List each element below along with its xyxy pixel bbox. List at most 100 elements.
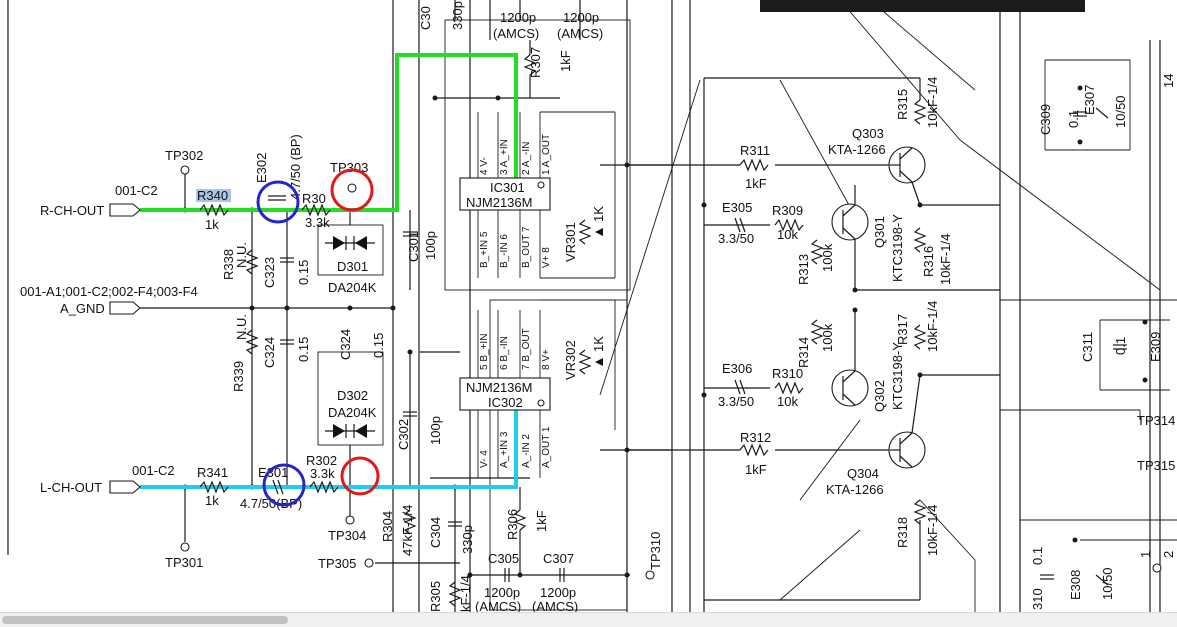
- c324-capacitor-mid: C324 0.15: [338, 329, 386, 360]
- q303-label: Q303: [852, 126, 884, 141]
- ctop1-value: 1200p: [500, 10, 536, 25]
- r318-resistor: R318 10kF-1/4: [895, 499, 940, 556]
- vr302-label: VR302: [563, 340, 578, 380]
- e305-capacitor: E305 3.3/50: [704, 200, 770, 246]
- r310-value: 10k: [777, 394, 798, 409]
- c303-label: C30: [418, 6, 433, 30]
- e302-value: 4.7/50 (BP): [288, 134, 303, 200]
- vr301-value: 1K: [591, 206, 606, 222]
- e308-value: 10/50: [1100, 567, 1115, 600]
- c323-capacitor: C323 0.15: [262, 257, 311, 288]
- r-conn-ref-label: 001-C2: [115, 183, 158, 198]
- c303-capacitor: C30 330p: [418, 1, 465, 30]
- l-ch-out-connector: L-CH-OUT 001-C2: [40, 463, 175, 495]
- c304-label: C304: [428, 517, 443, 548]
- r314-value: 100k: [820, 323, 835, 352]
- vr302-trimmer: VR302 1K: [563, 336, 606, 380]
- window-title-bar-fragment: [760, 0, 1085, 12]
- r301-label: R30: [302, 191, 326, 206]
- ctop1-sub: (AMCS): [493, 26, 539, 41]
- c305-label: C305: [488, 551, 519, 566]
- r339-nu: N.U.: [234, 314, 249, 340]
- horizontal-scrollbar[interactable]: [0, 612, 1177, 627]
- r315-resistor: R315 10kF-1/4: [895, 77, 940, 128]
- r302-value: 3.3k: [310, 466, 335, 481]
- horizontal-scrollbar-thumb[interactable]: [2, 616, 288, 624]
- ic301-part: NJM2136M: [466, 195, 532, 210]
- r-ch-out-label: R-CH-OUT: [40, 203, 104, 218]
- r340-label: R340: [197, 188, 228, 203]
- ic302-pin-3: A_+IN 3: [499, 431, 510, 468]
- e301-value: 4.7/50(BP): [240, 496, 302, 511]
- r307-resistor: R307 1kF: [523, 47, 573, 78]
- r316-resistor: R316 10kF-1/4: [913, 227, 953, 285]
- ic302-pin-5: 5 B_+IN: [479, 334, 490, 370]
- ic301-pin-7: B_OUT 7: [521, 226, 532, 268]
- ic302-pin-7: 7 B_OUT: [521, 328, 532, 370]
- r302-resistor: R302 3.3k: [306, 453, 339, 494]
- r340-value: 1k: [205, 217, 219, 232]
- c323-label: C323: [262, 257, 277, 288]
- c324-mid-label: C324: [338, 329, 353, 360]
- r341-value: 1k: [205, 493, 219, 508]
- d302-part: DA204K: [328, 405, 377, 420]
- c304-capacitor: C304 330p: [428, 517, 475, 554]
- right-edge-fragments: 14 1 2: [1138, 74, 1176, 573]
- q303-part: KTA-1266: [828, 142, 886, 157]
- c307-capacitor: C307 1200p (AMCS): [532, 551, 578, 614]
- vr301-trimmer: VR301 1K: [563, 206, 606, 262]
- ic301-pin-6: B_-IN 6: [499, 234, 510, 268]
- c302-label: C302: [396, 419, 411, 450]
- tp304-testpoint: TP304: [328, 515, 366, 543]
- r302-label: R302: [306, 453, 337, 468]
- r310-resistor: R310 10k: [772, 366, 804, 409]
- r312-value: 1kF: [745, 462, 767, 477]
- ic302-part: NJM2136M: [466, 380, 532, 395]
- r313-value: 100k: [820, 243, 835, 272]
- r304-resistor: R304 47kF-1/4: [380, 505, 417, 556]
- ic301-label: IC301: [490, 180, 525, 195]
- c303-value: 330p: [450, 1, 465, 30]
- ic302-pin-6: 6 B_-IN: [499, 336, 510, 370]
- r307-value: 1kF: [558, 50, 573, 72]
- q302-label: Q302: [872, 380, 887, 412]
- d302-label: D302: [337, 388, 368, 403]
- r-channel-trace: [140, 53, 518, 212]
- c324-mid-value: 0.15: [371, 333, 386, 358]
- e305-value: 3.3/50: [718, 231, 754, 246]
- c305-sub: (AMCS): [475, 599, 521, 614]
- ic302-pin-8: 8 V+: [541, 349, 552, 370]
- r318-label: R318: [895, 517, 910, 548]
- ctop2-sub: (AMCS): [557, 26, 603, 41]
- r318-value: 10kF-1/4: [925, 505, 940, 556]
- d301-part: DA204K: [328, 280, 377, 295]
- c305-capacitor: C305 1200p (AMCS): [475, 551, 521, 614]
- r306-value: 1kF: [534, 510, 549, 532]
- c324-left-value: 0.15: [296, 337, 311, 362]
- schematic-wiring: [7, 0, 1177, 612]
- e306-capacitor: E306 3.3/50: [704, 361, 770, 409]
- c324-left-label: C324: [262, 337, 277, 368]
- r312-resistor: R312 1kF: [739, 430, 771, 477]
- r305-resistor: R305 kF-1/4: [428, 575, 473, 612]
- r341-label: R341: [197, 465, 228, 480]
- c310-capacitor: 310 0.1: [1030, 547, 1054, 610]
- top-amcs-capacitors: 1200p (AMCS) 1200p (AMCS): [493, 10, 603, 41]
- ic302-label: IC302: [488, 395, 523, 410]
- d301-label: D301: [337, 259, 368, 274]
- tp310-testpoint: TP310: [645, 532, 663, 580]
- vr302-value: 1K: [591, 336, 606, 352]
- tp303-highlight-circle: [330, 168, 374, 212]
- c323-value: 0.15: [296, 260, 311, 285]
- r338-resistor: R338 N.U.: [221, 242, 259, 280]
- e309-label: E309: [1148, 332, 1163, 362]
- r307-label: R307: [528, 47, 543, 78]
- e302-highlight-circle: [256, 180, 300, 224]
- r316-label: R316: [921, 246, 936, 277]
- r-ch-out-connector: R-CH-OUT 001-C2: [40, 183, 158, 218]
- e306-label: E306: [722, 361, 752, 376]
- q302-transistor: Q302 KTC3198-Y: [831, 310, 905, 412]
- c307-label: C307: [543, 551, 574, 566]
- c301-label: C301: [406, 231, 421, 262]
- l-conn-ref-label: 001-C2: [132, 463, 175, 478]
